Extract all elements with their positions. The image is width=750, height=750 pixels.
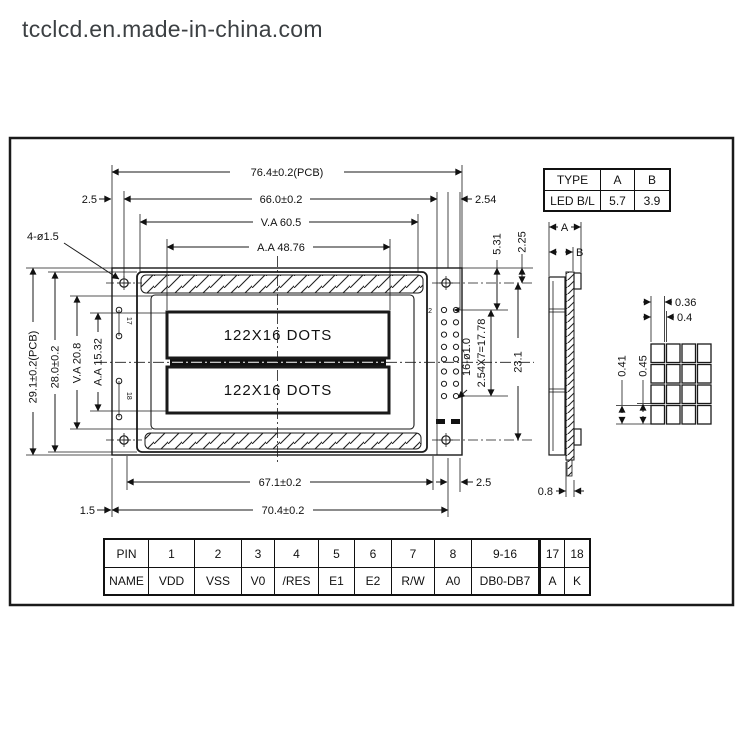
mounting-holes [117, 276, 453, 447]
pin2-label: 2 [428, 308, 432, 315]
dim-dot-height: 0.41 [617, 355, 629, 376]
dim-pcb-height: 29.1±0.2(PCB) [28, 331, 40, 404]
dim-dot-pitch-y: 0.45 [638, 355, 650, 376]
bezel-top-hatch [140, 274, 424, 294]
pin-table-number-row: PIN 1 2 3 4 5 6 7 8 9-16 17 18 [105, 540, 589, 567]
dim-pin-row-span: 2.54X7=17.78 [476, 319, 488, 388]
bezel-bottom-hatch [144, 432, 422, 450]
dim-pin-col-pitch: 2.54 [475, 194, 496, 206]
dim-hole-top-offset: 2.25 [517, 231, 529, 252]
dim-aa-width: A.A 48.76 [257, 242, 305, 254]
dim-hole-span: 23.1 [513, 351, 525, 372]
dim-dot-width: 0.36 [675, 297, 696, 309]
side-pin-tail [566, 459, 573, 477]
dot-grid [650, 343, 712, 425]
type-table-row-label: LED B/L [545, 190, 601, 210]
dimensions [29, 168, 526, 514]
watermark-text: tcclcd.en.made-in-china.com [22, 16, 323, 42]
dim-pin-hole-spec: 16-ø1.0 [461, 338, 473, 376]
dim-a-label: A [561, 222, 569, 234]
dim-pcb-width: 76.4±0.2(PCB) [251, 167, 324, 179]
dim-pcb-width-bottom: 70.4±0.2 [262, 505, 305, 517]
pad-mark [451, 419, 460, 424]
dim-module-height: 28.0±0.2 [50, 346, 62, 389]
dim-edge-gap-right: 2.5 [476, 477, 491, 489]
dim-dot-pitch-x: 0.4 [677, 312, 692, 324]
side-bottom-tab [573, 428, 582, 446]
dim-module-width: 66.0±0.2 [260, 194, 303, 206]
mounting-hole-callout: 4-ø1.5 [27, 231, 59, 243]
display-window-1 [165, 310, 391, 360]
pin-table-name-row: NAME VDD VSS V0 /RES E1 E2 R/W A0 DB0-DB… [105, 567, 589, 594]
pad-mark [436, 419, 445, 424]
type-table-header: TYPE [545, 170, 601, 190]
pcb-outline [111, 267, 463, 456]
side-view [548, 222, 584, 497]
dim-va-width: V.A 60.5 [261, 217, 302, 229]
dot-detail [616, 296, 712, 425]
display1-label: 122X16 DOTS [224, 327, 333, 344]
drawing-frame [8, 136, 735, 607]
dim-pcb-thickness: 0.8 [538, 486, 553, 498]
side-pcb-hatch [565, 271, 575, 461]
connector-pin-holes [436, 306, 460, 424]
dim-edge-gap-left: 2.5 [82, 194, 97, 206]
side-top-tab [573, 272, 582, 290]
pin17-label: 17 [125, 317, 132, 325]
front-view: 17 18 2 122X16 DOTS 122X16 DOTS [96, 256, 534, 464]
pin18-label: 18 [125, 392, 132, 400]
dim-edge-gap-bottom-left: 1.5 [80, 505, 95, 517]
dim-module-width-bottom: 67.1±0.2 [259, 477, 302, 489]
dim-va-height: V.A 20.8 [72, 343, 84, 384]
display-window-2 [165, 365, 391, 415]
pin-assignment-table: PIN 1 2 3 4 5 6 7 8 9-16 17 18 NAME VDD … [103, 538, 591, 596]
led-type-table: TYPE A B LED B/L 5.7 3.9 [543, 168, 671, 212]
backlight-pins [115, 306, 123, 421]
display2-label: 122X16 DOTS [224, 382, 333, 399]
dim-b-label: B [576, 247, 583, 259]
dim-pad-top-offset: 5.31 [492, 233, 504, 254]
dim-aa-height: A.A 15.32 [93, 338, 105, 386]
